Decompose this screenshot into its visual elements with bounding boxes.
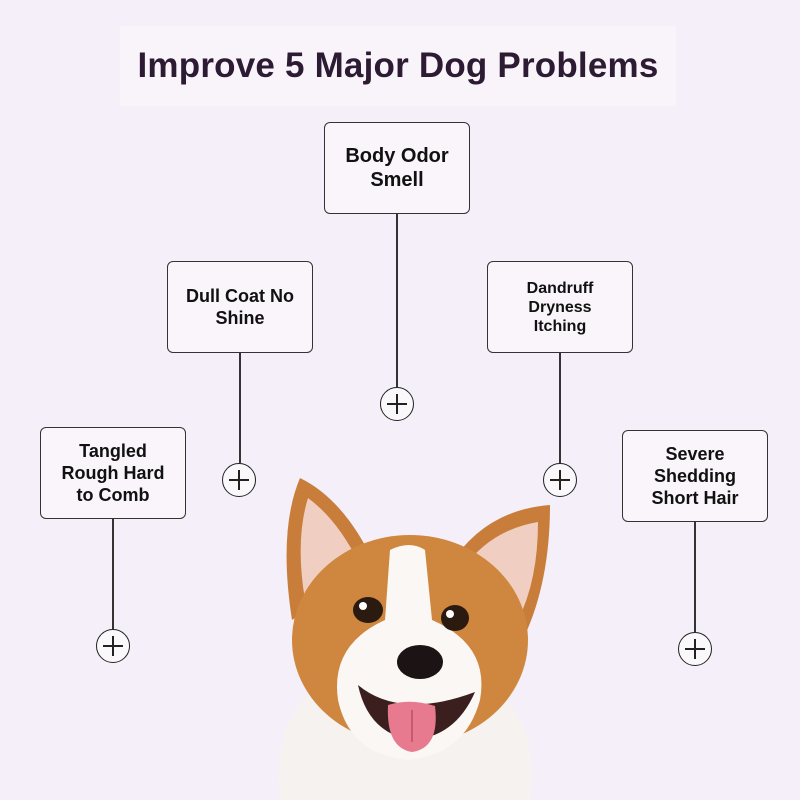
- problem-box-body-odor: Body Odor Smell: [324, 122, 470, 214]
- plus-circle-icon[interactable]: [222, 463, 256, 497]
- problem-box-dull-coat: Dull Coat No Shine: [167, 261, 313, 353]
- page-title: Improve 5 Major Dog Problems: [137, 46, 659, 85]
- connector-line-dandruff: [559, 353, 561, 463]
- problem-box-shedding: Severe Shedding Short Hair: [622, 430, 768, 522]
- connector-line-tangled: [112, 519, 114, 629]
- plus-circle-icon[interactable]: [380, 387, 414, 421]
- title-banner: Improve 5 Major Dog Problems: [120, 26, 676, 106]
- connector-line-dull-coat: [239, 353, 241, 463]
- connector-line-shedding: [694, 522, 696, 632]
- connector-line-body-odor: [396, 214, 398, 387]
- problem-box-tangled: Tangled Rough Hard to Comb: [40, 427, 186, 519]
- plus-circle-icon[interactable]: [96, 629, 130, 663]
- problem-box-dandruff: Dandruff Dryness Itching: [487, 261, 633, 353]
- corgi-dog-image: [278, 478, 550, 800]
- plus-circle-icon[interactable]: [543, 463, 577, 497]
- plus-circle-icon[interactable]: [678, 632, 712, 666]
